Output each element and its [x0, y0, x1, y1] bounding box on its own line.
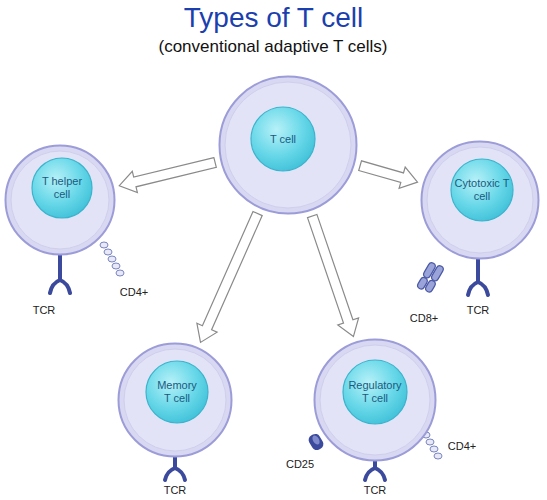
cd4-chain-helper [100, 242, 124, 276]
cytoplasm [11, 151, 109, 249]
cell-name: Memory T cell [154, 379, 200, 404]
marker-label: TCR [33, 304, 56, 316]
cell-membrane [6, 146, 115, 255]
cell-membrane [220, 77, 357, 214]
t-cell: T helper cell [4, 144, 116, 256]
cell-shape [218, 75, 358, 215]
cd25-receptor [307, 432, 325, 452]
marker-label: TCR [364, 484, 387, 496]
cytoplasm [124, 349, 226, 451]
hollow-arrow [119, 158, 216, 193]
marker-label: CD8+ [410, 312, 438, 324]
cytoplasm [320, 345, 430, 455]
hollow-arrow [197, 212, 262, 343]
hollow-arrow [359, 161, 418, 189]
cell-membrane [315, 340, 436, 461]
hollow-arrow [308, 214, 359, 336]
cytoplasm [225, 82, 351, 208]
marker-label: CD25 [286, 458, 314, 470]
nucleus [251, 107, 315, 171]
marker-label: TCR [467, 304, 490, 316]
diagram-title: Types of T cell [0, 2, 547, 34]
nucleus [32, 158, 92, 218]
cell-name: T helper cell [35, 175, 89, 200]
t-cell: Regulatory T cell [313, 338, 437, 462]
nucleus [146, 361, 208, 423]
t-cell: Memory T cell [117, 342, 233, 458]
cd8-receptor [416, 262, 444, 294]
t-cell: Cytotoxic T cell [420, 140, 540, 260]
cell-name: Cytotoxic T cell [454, 177, 510, 202]
cell-name: T cell [254, 133, 312, 146]
subtitle: (conventional adaptive T cells) [158, 38, 387, 57]
cytoplasm [427, 147, 533, 253]
nucleus [343, 360, 407, 424]
marker-label: CD4+ [448, 440, 476, 452]
cell-membrane [422, 142, 539, 259]
nucleus [451, 159, 513, 221]
t-cell: T cell [218, 75, 358, 215]
cell-membrane [119, 344, 232, 457]
marker-label: TCR [164, 484, 187, 496]
cell-name: Regulatory T cell [346, 379, 404, 404]
tcr-receptors [50, 254, 488, 480]
marker-label: CD4+ [120, 286, 148, 298]
